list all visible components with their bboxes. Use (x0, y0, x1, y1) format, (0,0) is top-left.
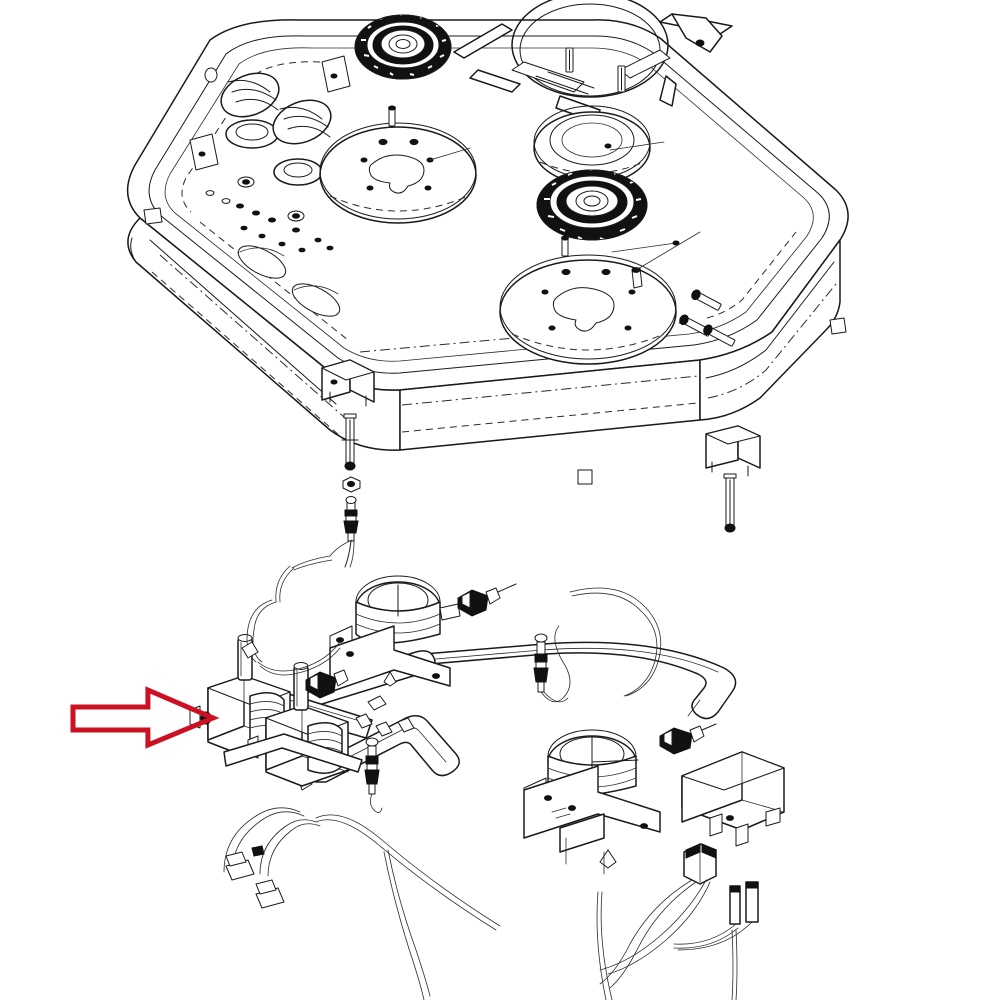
sealed-burner-ring-right (536, 168, 648, 241)
sealed-burner-ring-rear-left (354, 13, 452, 80)
spark-electrode-lower (364, 737, 383, 813)
gas-orifice-upper (457, 583, 517, 617)
bracket-screw-right (723, 473, 737, 533)
cooktop-top-panel-assembly (126, 0, 849, 568)
gas-valve-manifold-assembly (189, 634, 373, 787)
burner-mount-plate-upper (329, 625, 451, 693)
highlight-arrow (70, 686, 220, 749)
burner-manifold-assembly (189, 539, 785, 1000)
spark-electrode-upper (533, 625, 571, 703)
gas-orifice-left (305, 669, 349, 699)
harness-connector-block (683, 843, 717, 885)
spark-electrode-center (343, 496, 359, 568)
leader-lines (429, 141, 701, 271)
sealed-plate-right (499, 235, 677, 365)
panel-bracket-pads (189, 55, 351, 171)
knob-bezel-front (273, 158, 323, 186)
knob-bezel-rear (225, 119, 279, 149)
control-knob-front (272, 99, 332, 145)
panel-foot-tab (577, 469, 593, 485)
knob-hole-recesses (237, 245, 341, 317)
gas-orifice-right (659, 723, 717, 755)
bracket-nut (342, 476, 361, 493)
terminal-connector-upper (729, 885, 741, 925)
mounting-bracket-right (705, 425, 761, 477)
mounting-bracket-left (321, 359, 375, 407)
terminal-connector-lower (745, 881, 759, 923)
manifold-pipe (416, 641, 737, 755)
wire-harness (223, 539, 753, 1000)
rim-screws (679, 289, 736, 347)
cone-fittings (355, 695, 415, 737)
top-panel-vent-holes (205, 190, 334, 253)
bracket-screw-left (341, 413, 359, 471)
burner-body-upper (329, 575, 461, 651)
ignition-module (681, 751, 785, 847)
sealed-plate-left (319, 105, 477, 224)
panel-fasteners (204, 67, 305, 222)
control-knob-rear (220, 72, 280, 118)
burner-mount-plate-lower (523, 765, 661, 875)
